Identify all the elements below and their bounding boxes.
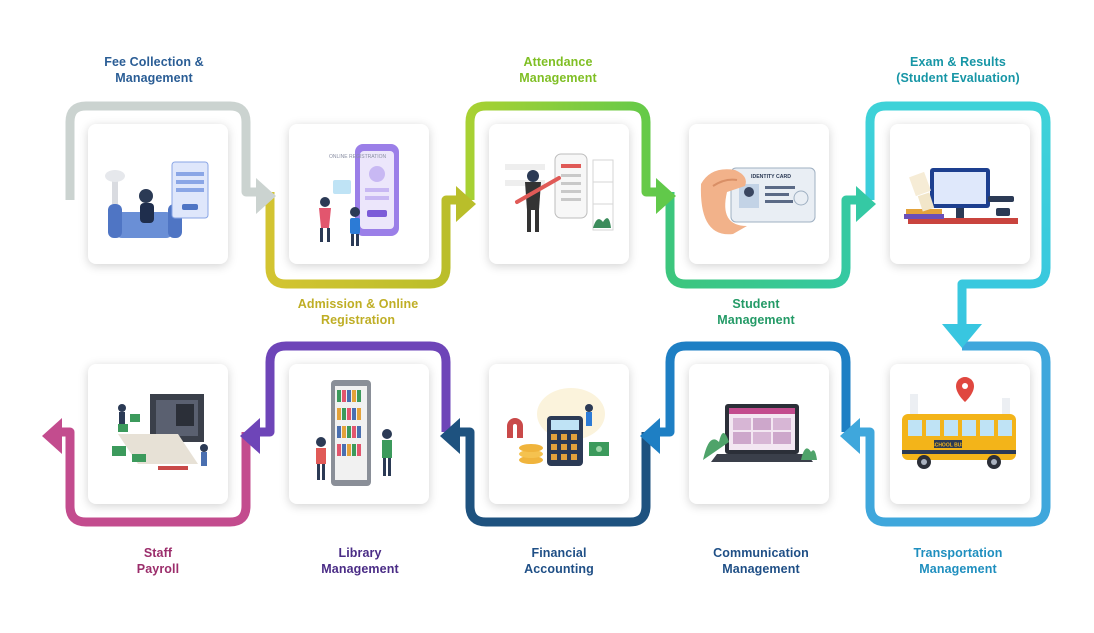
connector-communication-to-financial — [658, 341, 851, 437]
label-admission-line1: Admission & Online — [297, 297, 419, 311]
card-exam — [890, 124, 1030, 264]
arrowhead-3 — [656, 178, 676, 214]
exam-desk-monitor-icon — [904, 168, 1018, 224]
card-financial — [489, 364, 629, 504]
school-bus-icon: SCHOOL BUS — [902, 377, 1016, 469]
connector-library-to-payroll — [258, 341, 451, 437]
label-library-line1: Library — [338, 546, 382, 560]
label-communication-line1: Communication — [713, 546, 809, 560]
arrowhead-2 — [456, 186, 476, 222]
arrowhead-9 — [240, 418, 260, 454]
label-fee-collection-line2: Management — [115, 71, 193, 85]
label-communication: Communication Management — [671, 545, 851, 577]
payroll-card-machine-icon — [112, 394, 208, 470]
label-attendance-line1: Attendance — [523, 55, 593, 69]
label-financial: Financial Accounting — [469, 545, 649, 577]
arrowhead-6 — [840, 418, 860, 454]
arrowhead-5 — [942, 324, 982, 348]
card-staff-payroll — [88, 364, 228, 504]
label-exam: Exam & Results (Student Evaluation) — [868, 54, 1048, 86]
person-on-sofa-with-login-form-icon — [105, 161, 209, 238]
connector-payroll-exit — [58, 427, 251, 527]
label-transportation: Transportation Management — [868, 545, 1048, 577]
connector-financial-to-library — [458, 427, 651, 527]
connector-attendance-to-student — [465, 101, 658, 200]
label-exam-line1: Exam & Results — [910, 55, 1006, 69]
label-student-line1: Student — [732, 297, 780, 311]
label-student: Student Management — [666, 296, 846, 328]
label-attendance: Attendance Management — [468, 54, 648, 86]
book-rows — [337, 390, 361, 456]
card-communication — [689, 364, 829, 504]
label-financial-line2: Accounting — [524, 562, 594, 576]
bus-sign: SCHOOL BUS — [931, 443, 965, 449]
identity-card-in-hand-icon: IDENTITY CARD — [700, 167, 816, 235]
arrowhead-4 — [856, 186, 876, 222]
card-admission: ONLINE REGISTRATION — [289, 124, 429, 264]
label-staff-payroll-line1: Staff — [143, 546, 173, 560]
video-conference-laptop-icon — [703, 404, 817, 462]
card-student: IDENTITY CARD — [689, 124, 829, 264]
card-transportation: SCHOOL BUS — [890, 364, 1030, 504]
arrowhead-7 — [640, 418, 660, 454]
connector-fee-to-admission — [65, 101, 258, 200]
connector-student-to-exam — [665, 192, 858, 289]
label-library-line2: Management — [321, 562, 399, 576]
connector-transport-to-communication — [858, 341, 1051, 527]
card-fee-collection — [88, 124, 228, 264]
card-library — [289, 364, 429, 504]
label-admission: Admission & Online Registration — [268, 296, 448, 328]
id-card-caption: IDENTITY CARD — [751, 174, 791, 180]
label-staff-payroll: Staff Payroll — [68, 545, 248, 577]
label-communication-line2: Management — [722, 562, 800, 576]
label-transportation-line2: Management — [919, 562, 997, 576]
label-fee-collection-line1: Fee Collection & — [104, 55, 204, 69]
registration-caption: ONLINE REGISTRATION — [329, 154, 387, 160]
attendance-checklist-icon — [505, 153, 614, 232]
label-staff-payroll-line2: Payroll — [136, 562, 180, 576]
connector-exam-to-transport — [865, 101, 1051, 326]
arrowhead-1 — [256, 178, 276, 214]
label-library: Library Management — [270, 545, 450, 577]
label-exam-line2: (Student Evaluation) — [896, 71, 1020, 85]
connector-admission-to-attendance — [265, 192, 458, 289]
label-admission-line2: Registration — [320, 313, 396, 327]
online-registration-phone-icon: ONLINE REGISTRATION — [319, 144, 399, 246]
label-transportation-line1: Transportation — [913, 546, 1003, 560]
label-fee-collection: Fee Collection & Management — [64, 54, 244, 86]
card-attendance — [489, 124, 629, 264]
label-attendance-line2: Management — [519, 71, 597, 85]
calculator-coins-icon — [507, 388, 609, 466]
arrowhead-8 — [440, 418, 460, 454]
label-financial-line1: Financial — [531, 546, 587, 560]
label-student-line2: Management — [717, 313, 795, 327]
library-bookshelf-icon — [316, 380, 392, 486]
arrowhead-10 — [42, 418, 62, 454]
